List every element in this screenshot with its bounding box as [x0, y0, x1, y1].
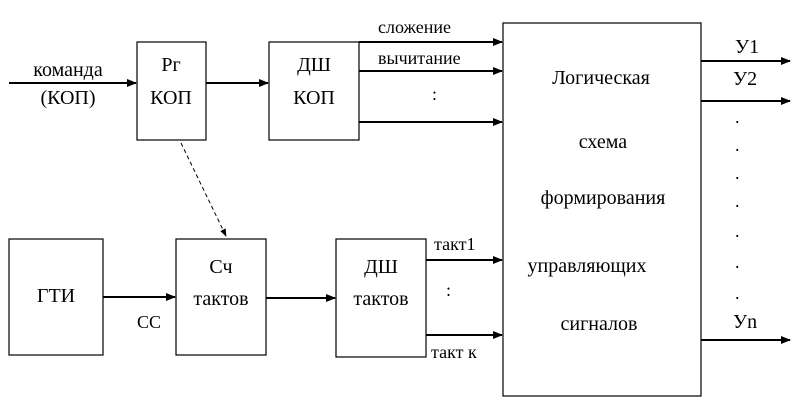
dsh-kop-block — [268, 41, 360, 141]
dsh-taktov-label-line1: ДШ — [364, 256, 398, 278]
output-dot: . — [735, 283, 740, 303]
dsh-taktov-label-line2: тактов — [353, 288, 408, 310]
logic-label-line4: управляющих — [528, 255, 647, 277]
output-dot: . — [735, 252, 740, 272]
sch-taktov-label-line1: Сч — [209, 256, 232, 278]
output-yn-label: Уn — [733, 311, 757, 333]
output-dot: . — [735, 163, 740, 183]
output-dot: . — [735, 107, 740, 127]
takt-k-label: такт к — [431, 342, 477, 362]
signal-addition-label: сложение — [378, 17, 451, 37]
command-input-label-line2: (КОП) — [40, 87, 95, 109]
rg-kop-label-line1: Рг — [161, 54, 180, 76]
dsh-kop-label-line2: КОП — [293, 87, 335, 109]
dsh-kop-label-line1: ДШ — [297, 54, 331, 76]
output-dot: . — [735, 221, 740, 241]
rg-kop-label-line2: КОП — [150, 87, 192, 109]
command-input-label-line1: команда — [33, 59, 103, 81]
takt-signals-ellipsis: : — [446, 280, 451, 300]
output-dot: . — [735, 191, 740, 211]
output-ellipsis-dots: . . . . . . . — [735, 107, 740, 303]
logic-label-line1: Логическая — [552, 67, 650, 89]
cc-label: СС — [137, 312, 161, 332]
logic-circuit-block — [502, 22, 702, 397]
gti-block — [8, 238, 104, 356]
output-y1-label: У1 — [735, 36, 759, 58]
rg-kop-block — [136, 41, 207, 141]
signal-subtraction-label: вычитание — [378, 48, 461, 68]
logic-label-line2: схема — [579, 131, 628, 153]
logic-label-line5: сигналов — [561, 313, 638, 335]
kop-signals-ellipsis: : — [432, 84, 437, 104]
dsh-taktov-block — [335, 238, 427, 358]
sch-taktov-block — [175, 238, 267, 356]
output-y2-label: У2 — [733, 68, 757, 90]
output-dot: . — [735, 135, 740, 155]
gti-label: ГТИ — [37, 285, 75, 307]
sch-taktov-label-line2: тактов — [193, 288, 248, 310]
logic-label-line3: формирования — [541, 187, 666, 209]
rg-to-counter-dashed-arrow — [180, 142, 227, 237]
takt1-label: такт1 — [434, 234, 475, 254]
